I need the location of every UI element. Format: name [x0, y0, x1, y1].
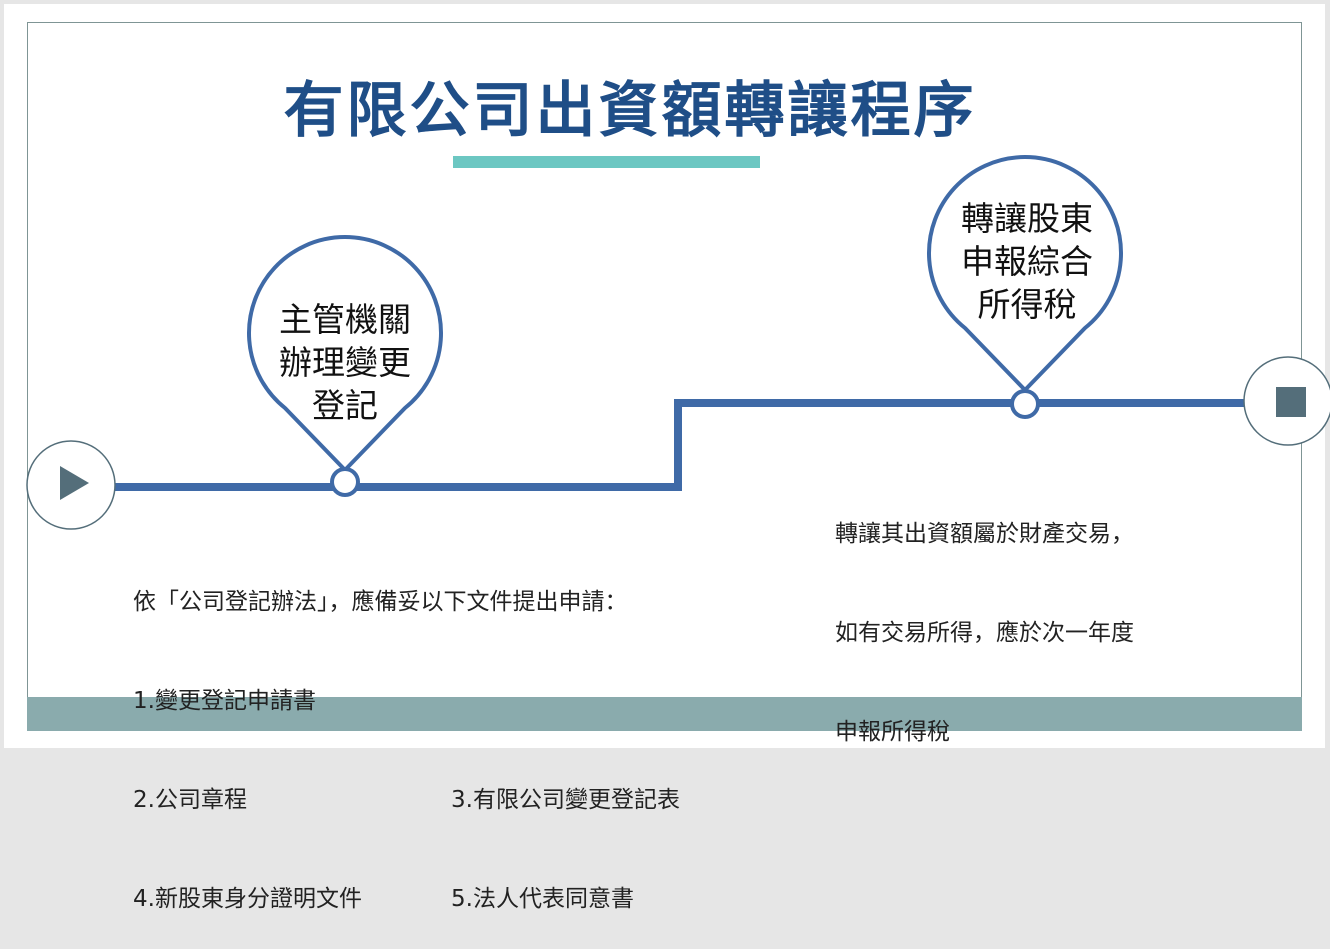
step-1-label: 主管機關 辦理變更 登記	[255, 298, 435, 427]
step-1-line: 登記	[312, 386, 378, 425]
note-intro: 依「公司登記辦法」，應備妥以下文件提出申請：	[133, 589, 628, 615]
step-pin-1	[247, 235, 443, 497]
note-item: 2.公司章程	[133, 787, 247, 813]
step-2-label: 轉讓股東 申報綜合 所得稅	[937, 197, 1117, 326]
slide	[4, 4, 1325, 748]
tax-note-line: 申報所得稅	[835, 719, 950, 745]
step-2-line: 轉讓股東	[961, 199, 1093, 238]
note-item: 3.有限公司變更登記表	[451, 787, 680, 813]
step-1-line: 主管機關	[279, 300, 411, 339]
step-pin-2	[927, 155, 1123, 419]
note-item: 5.法人代表同意書	[451, 886, 634, 912]
timeline-diagram	[26, 155, 1330, 530]
tax-note: 轉讓其出資額屬於財產交易， 如有交易所得，應於次一年度 申報所得稅	[835, 452, 1134, 782]
start-marker[interactable]	[26, 440, 116, 530]
tax-note-line: 轉讓其出資額屬於財產交易，	[835, 521, 1134, 547]
timeline-line	[112, 399, 1250, 491]
footer-bar	[27, 697, 1302, 731]
note-item: 4.新股東身分證明文件	[133, 886, 362, 912]
page-title: 有限公司出資額轉讓程序	[283, 76, 977, 146]
step-2-line: 申報綜合	[961, 242, 1093, 281]
tax-note-line: 如有交易所得，應於次一年度	[835, 620, 1134, 646]
end-marker[interactable]	[1243, 356, 1330, 446]
note-item: 1.變更登記申請書	[133, 688, 316, 714]
stop-icon	[1276, 387, 1306, 417]
step-1-line: 辦理變更	[279, 343, 411, 382]
title-underline	[453, 156, 760, 168]
step-2-line: 所得稅	[977, 285, 1077, 324]
play-icon	[60, 466, 89, 500]
documents-note: 依「公司登記辦法」，應備妥以下文件提出申請： 1.變更登記申請書 2.公司章程 3…	[133, 520, 680, 949]
